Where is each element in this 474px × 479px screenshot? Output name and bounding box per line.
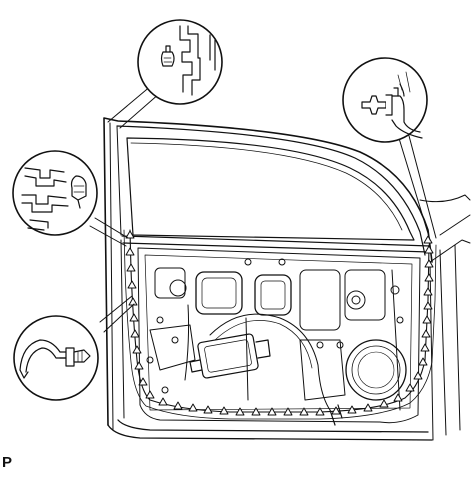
- clip-marker: [418, 357, 428, 366]
- weatherstrip-clip-icon: [19, 339, 91, 379]
- clip-marker: [424, 259, 434, 268]
- clip-marker: [203, 405, 213, 414]
- clip-marker: [138, 377, 148, 386]
- clip-marker: [267, 407, 277, 416]
- clip-marker: [188, 403, 198, 412]
- clip-marker: [126, 263, 136, 272]
- clip-marker: [125, 230, 135, 239]
- clip-marker: [393, 393, 403, 402]
- callout-top: [137, 19, 223, 105]
- clip-marker: [127, 280, 137, 289]
- clip-marker: [423, 235, 433, 244]
- clip-marker: [405, 383, 415, 392]
- callout-left-upper: [12, 150, 98, 236]
- clip-marker: [331, 406, 341, 415]
- clip-marker: [128, 297, 138, 306]
- clip-marker: [134, 361, 144, 370]
- door-inner-panel: [137, 247, 421, 424]
- clip-marker: [125, 247, 135, 256]
- figure-code: P: [2, 454, 13, 471]
- clip-marker: [423, 301, 433, 310]
- leader-lines: [89, 84, 437, 333]
- clip-marker: [379, 399, 389, 408]
- clip-marker: [423, 287, 433, 296]
- clip-marker: [413, 371, 423, 380]
- clip-marker: [129, 313, 139, 322]
- clip-marker: [173, 401, 183, 410]
- clip-marker: [424, 245, 434, 254]
- callout-left-lower: [13, 315, 99, 401]
- clip-marker: [424, 273, 434, 282]
- clip-marker: [421, 329, 431, 338]
- clip-marker: [422, 315, 432, 324]
- clip-marker: [347, 405, 357, 414]
- clip-marker: [219, 406, 229, 415]
- clip-marker: [251, 407, 261, 416]
- clip-marker: [299, 407, 309, 416]
- clip-marker: [283, 407, 293, 416]
- clip-marker: [420, 343, 430, 352]
- clip-marker: [158, 397, 168, 406]
- clip-marker: [235, 407, 245, 416]
- clip-detail-icon: [160, 25, 216, 96]
- push-clip-icon: [361, 71, 423, 139]
- clip-marker: [315, 407, 325, 416]
- clip-detail-icon-2: [21, 167, 87, 231]
- callout-right: [342, 57, 428, 143]
- clip-marker: [130, 329, 140, 338]
- door-frame: [103, 117, 471, 441]
- door-weatherstrip: [123, 229, 437, 420]
- clip-marker: [132, 345, 142, 354]
- clip-markers: [125, 230, 434, 416]
- window-regulator-motor: [189, 313, 343, 426]
- clip-marker: [363, 403, 373, 412]
- clip-marker: [145, 390, 155, 399]
